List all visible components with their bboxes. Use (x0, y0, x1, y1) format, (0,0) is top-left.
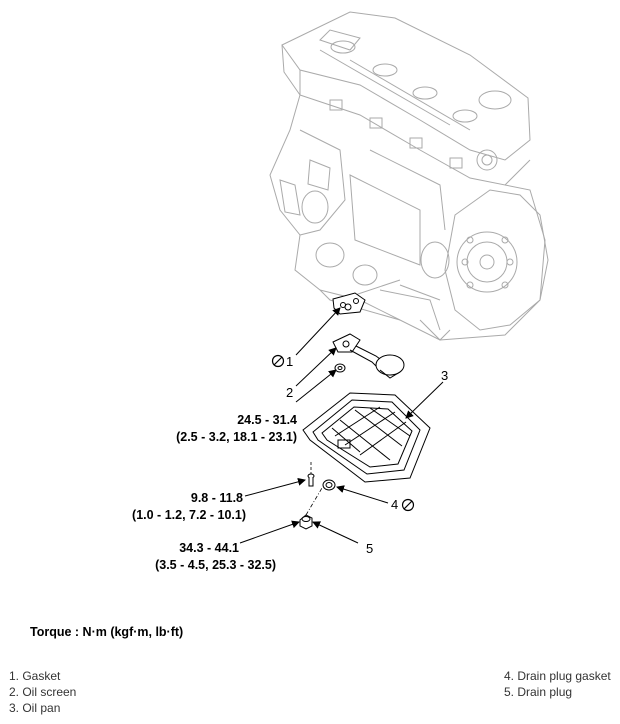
leader-lines (239, 307, 444, 544)
legend-item: 1. Gasket (9, 669, 61, 683)
legend-item: 3. Oil pan (9, 701, 61, 715)
drain-plug-part (299, 514, 313, 530)
torque-small-bolt-alt: (1.0 - 1.2, 7.2 - 10.1) (132, 508, 246, 522)
oil-screen-part (332, 333, 405, 379)
callout-5: 5 (366, 541, 373, 556)
callout-2: 2 (286, 385, 293, 400)
callout-4: 4 (391, 497, 398, 512)
parts-legend-left: 1. Gasket 2. Oil screen 3. Oil pan (9, 668, 76, 716)
legend-item: 5. Drain plug (504, 685, 573, 699)
no-reuse-icon (401, 498, 415, 512)
engine-block-illustration (269, 11, 549, 341)
assembly-axis-lines (305, 462, 323, 516)
torque-units-heading: Torque : N·m (kgf·m, lb·ft) (30, 625, 184, 639)
torque-pan-bolt-nm: 24.5 - 31.4 (237, 413, 297, 427)
parts-legend-right: 4. Drain plug gasket 5. Drain plug (504, 668, 611, 700)
torque-pan-bolt-alt: (2.5 - 3.2, 18.1 - 23.1) (176, 430, 297, 444)
no-reuse-icon (271, 354, 285, 368)
torque-drain-plug-alt: (3.5 - 4.5, 25.3 - 32.5) (155, 558, 276, 572)
exploded-view-diagram: 1 2 3 4 5 24.5 - 31.4 (2.5 - 3.2, 18.1 -… (132, 11, 549, 572)
pan-bolt-part (307, 473, 315, 487)
torque-drain-plug-nm: 34.3 - 44.1 (179, 541, 239, 555)
oil-pan-part (302, 392, 431, 483)
legend-item: 2. Oil screen (9, 685, 77, 699)
callout-1: 1 (286, 354, 293, 369)
torque-small-bolt-nm: 9.8 - 11.8 (191, 491, 243, 505)
callout-3: 3 (441, 368, 448, 383)
legend-item: 4. Drain plug gasket (504, 669, 611, 683)
gasket-part (332, 292, 366, 315)
drain-plug-gasket-part (322, 479, 336, 491)
